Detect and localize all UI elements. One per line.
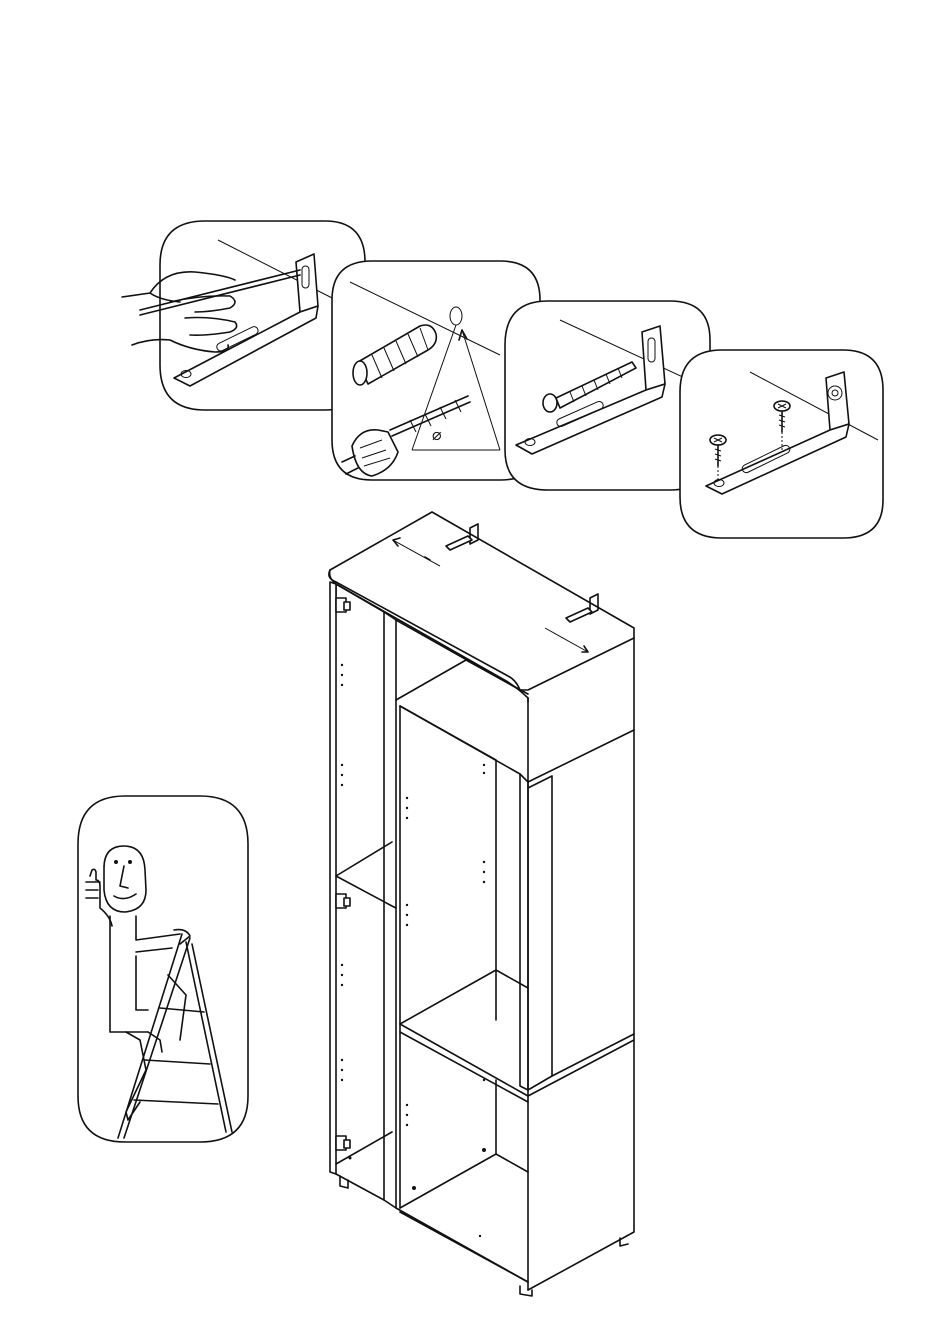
cabinet-illustration (329, 512, 634, 1296)
step-panel-fix-bracket-cabinet (680, 350, 883, 538)
person-on-stepladder (78, 796, 248, 1142)
diameter-symbol: ⌀ (432, 425, 442, 444)
step-panel-mark-hole (122, 221, 365, 410)
shelf-pin-holes (341, 664, 486, 1237)
